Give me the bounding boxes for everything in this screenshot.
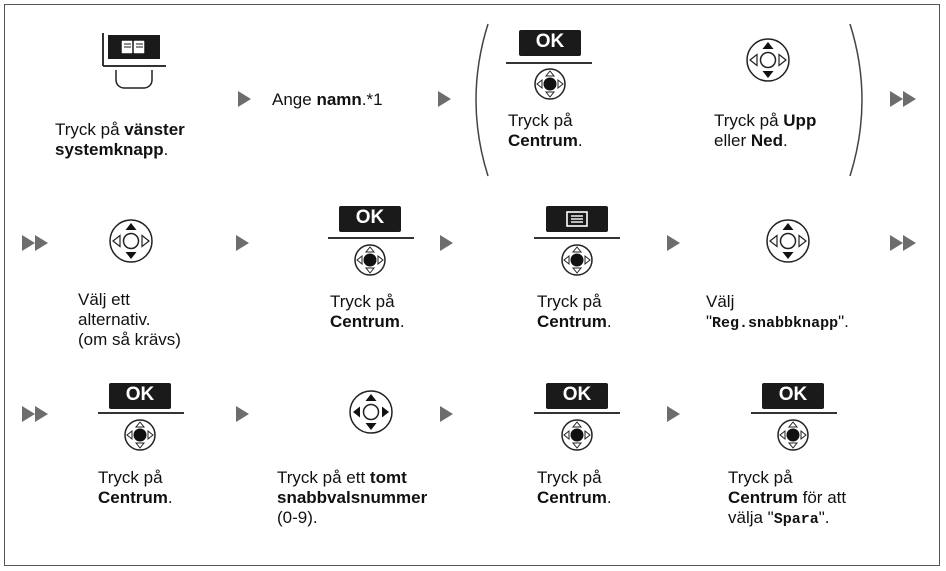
- step-11-label: Tryck på Centrum.: [537, 468, 612, 507]
- key-underline: [534, 237, 620, 239]
- arrow-icon: [236, 406, 249, 422]
- navigator-center-icon: [534, 68, 566, 100]
- step-7-label: Tryck på Centrum.: [537, 292, 612, 331]
- navigator-up-down-icon: [109, 219, 153, 263]
- ok-key-icon: OK: [339, 206, 401, 232]
- navigator-center-icon: [561, 419, 593, 451]
- arrow-icon: [667, 235, 680, 251]
- ok-key-icon: OK: [546, 383, 608, 409]
- key-underline: [328, 237, 414, 239]
- step-10-label: Tryck på ett tomt snabbvalsnummer (0-9).: [277, 468, 428, 527]
- step-6-label: Tryck på Centrum.: [330, 292, 405, 331]
- step-9-label: Tryck på Centrum.: [98, 468, 173, 507]
- arrow-icon: [238, 91, 251, 107]
- step-4-label: Tryck på Upp eller Ned.: [714, 111, 817, 150]
- left-parenthesis-icon: [475, 23, 489, 177]
- right-parenthesis-icon: [849, 23, 863, 177]
- double-arrow-icon: [22, 235, 48, 256]
- arrow-icon: [440, 235, 453, 251]
- step-2-label: Ange namn.*1: [272, 90, 383, 109]
- navigator-up-down-icon: [746, 38, 790, 82]
- key-underline: [98, 412, 184, 414]
- arrow-icon: [236, 235, 249, 251]
- arrow-icon: [438, 91, 451, 107]
- double-arrow-icon: [22, 406, 48, 427]
- instruction-frame: [4, 4, 940, 566]
- ok-key-icon: OK: [762, 383, 824, 409]
- navigator-center-icon: [561, 244, 593, 276]
- step-5-label: Välj ett alternativ. (om så krävs): [78, 290, 181, 349]
- key-underline: [506, 62, 592, 64]
- double-arrow-icon: [890, 91, 916, 112]
- navigator-center-icon: [124, 419, 156, 451]
- navigator-up-down-icon: [766, 219, 810, 263]
- left-soft-key-icon: [102, 33, 166, 89]
- key-underline: [751, 412, 837, 414]
- arrow-icon: [440, 406, 453, 422]
- step-12-label: Tryck på Centrum för att välja "Spara".: [728, 468, 847, 528]
- navigator-center-icon: [354, 244, 386, 276]
- arrow-icon: [667, 406, 680, 422]
- step-8-label: Välj "Reg.snabbknapp".: [706, 292, 849, 332]
- ok-key-icon: OK: [109, 383, 171, 409]
- key-underline: [534, 412, 620, 414]
- step-3-label: Tryck på Centrum.: [508, 111, 583, 150]
- menu-key-icon: [546, 206, 608, 232]
- menu-glyph-icon: [566, 211, 588, 227]
- step-1-label: Tryck på vänster systemknapp.: [55, 120, 185, 159]
- double-arrow-icon: [890, 235, 916, 256]
- navigator-left-right-icon: [349, 390, 393, 434]
- ok-key-icon: OK: [519, 30, 581, 56]
- navigator-center-icon: [777, 419, 809, 451]
